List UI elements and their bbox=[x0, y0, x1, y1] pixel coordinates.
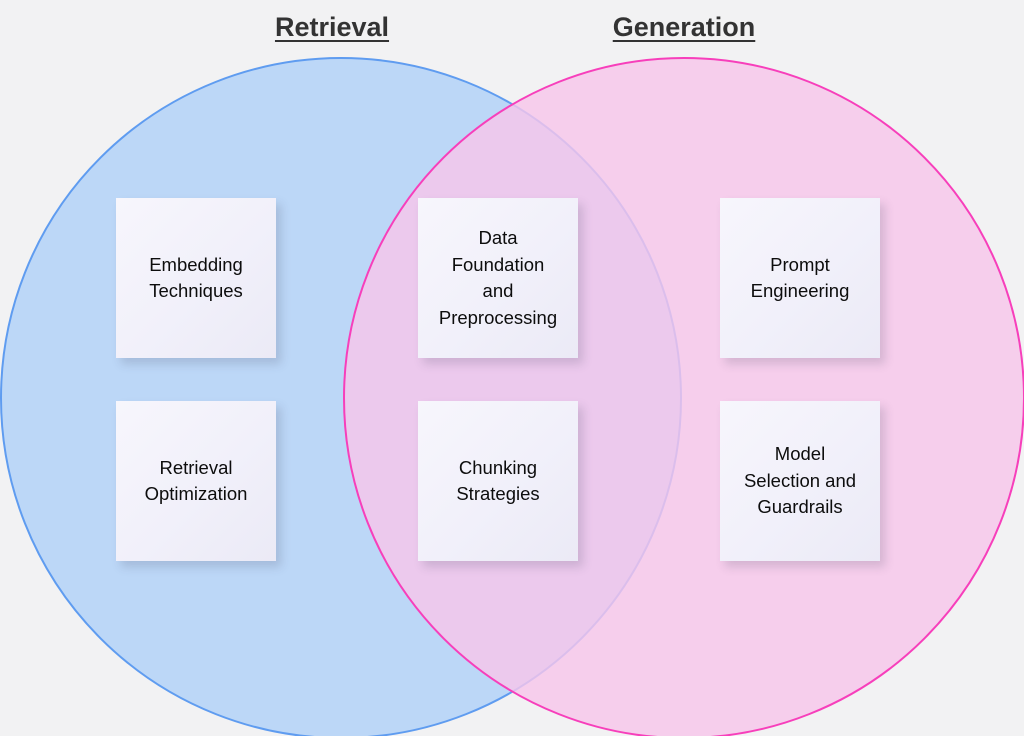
venn-title-generation: Generation bbox=[612, 12, 756, 42]
card-label: Embedding Techniques bbox=[149, 253, 243, 302]
card-data-foundation-and-preprocessing[interactable]: Data Foundation and Preprocessing bbox=[418, 198, 578, 358]
card-embedding-techniques[interactable]: Embedding Techniques bbox=[116, 198, 276, 358]
generation-circle-shape bbox=[343, 57, 1024, 736]
card-retrieval-optimization[interactable]: Retrieval Optimization bbox=[116, 401, 276, 561]
card-label: Retrieval Optimization bbox=[144, 456, 248, 505]
card-chunking-strategies[interactable]: Chunking Strategies bbox=[418, 401, 578, 561]
card-label: Chunking Strategies bbox=[456, 456, 540, 505]
card-label: Prompt Engineering bbox=[750, 253, 850, 302]
card-model-selection-and-guardrails[interactable]: Model Selection and Guardrails bbox=[720, 401, 880, 561]
venn-circle-generation bbox=[343, 57, 1024, 736]
card-prompt-engineering[interactable]: Prompt Engineering bbox=[720, 198, 880, 358]
card-label: Data Foundation and Preprocessing bbox=[438, 227, 558, 328]
card-label: Model Selection and Guardrails bbox=[743, 443, 857, 518]
venn-title-retrieval: Retrieval bbox=[274, 12, 390, 42]
